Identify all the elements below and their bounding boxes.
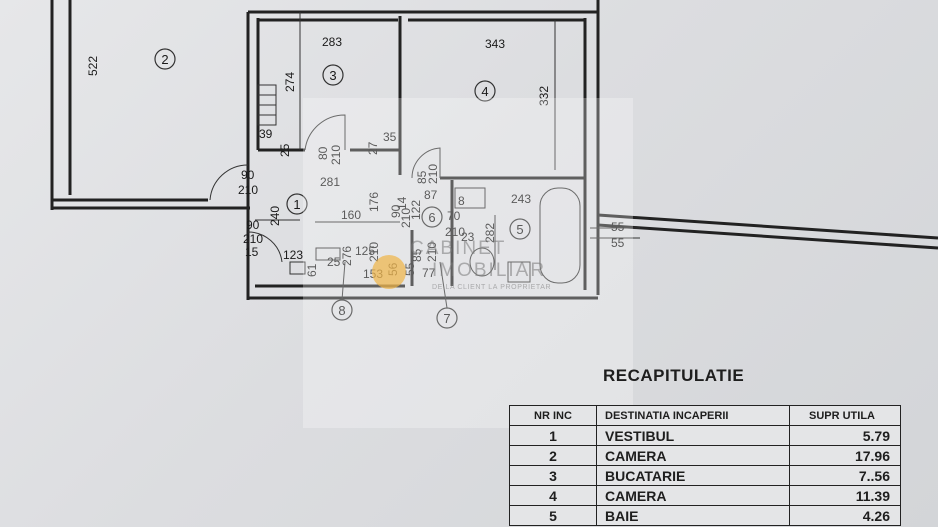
table-row: 4 CAMERA 11.39 [509, 485, 901, 506]
room-number: 1 [293, 197, 300, 212]
dimension-label: 55 [403, 262, 417, 276]
dimension-label: 14 [395, 196, 409, 210]
watermark-brand-line1: CABINET [410, 238, 507, 259]
row-nr: 3 [509, 465, 597, 486]
room-number: 3 [329, 68, 336, 83]
row-destination: BUCATARIE [596, 465, 790, 486]
dimension-label: 70 [447, 209, 461, 223]
room-marker-3 [322, 64, 344, 86]
row-area: 4.26 [789, 505, 901, 526]
row-destination: BAIE [596, 505, 790, 526]
room-number: 5 [516, 222, 523, 237]
dimension-label: 274 [283, 72, 297, 92]
table-row: 2 CAMERA 17.96 [509, 445, 901, 466]
dimension-label: 90 [241, 168, 255, 182]
watermark-logo-icon [372, 255, 406, 289]
dimension-label: 87 [424, 188, 438, 202]
room-marker-4 [474, 80, 496, 102]
room-numbers: 1 2 3 4 5 6 7 8 [161, 52, 523, 326]
row-nr: 5 [509, 505, 597, 526]
dimension-label: 25 [327, 255, 341, 269]
room-marker-2 [154, 48, 176, 70]
dimension-label: 23 [461, 230, 475, 244]
row-nr: 2 [509, 445, 597, 466]
dimension-label: 25 [278, 143, 292, 157]
dimension-label: 123 [283, 248, 303, 262]
dimension-label: 27 [366, 141, 380, 155]
dimension-label: 282 [483, 223, 497, 243]
dimension-label: 90 [246, 218, 260, 232]
dimension-label: 210 [329, 145, 343, 165]
room-marker-6 [421, 206, 443, 228]
dimension-label: 210 [425, 242, 439, 262]
dimension-label: 77 [422, 266, 436, 280]
dimension-label: 210 [445, 225, 465, 239]
dimension-label: 61 [305, 263, 319, 277]
table-row: 5 BAIE 4.26 [509, 505, 901, 526]
row-destination: VESTIBUL [596, 425, 790, 446]
room-marker-1 [286, 193, 308, 215]
row-area: 7..56 [789, 465, 901, 486]
dimension-label: 210 [367, 242, 381, 262]
room-number: 2 [161, 52, 168, 67]
row-area: 11.39 [789, 485, 901, 506]
row-area: 17.96 [789, 445, 901, 466]
dimension-label: 125 [355, 244, 375, 258]
recap-table: NR INC DESTINATIA INCAPERII SUPR UTILA 1… [509, 405, 901, 526]
dimension-label: 332 [537, 86, 551, 106]
dimension-label: 8 [458, 194, 465, 208]
fixtures [209, 12, 640, 284]
room-markers [154, 48, 531, 329]
row-destination: CAMERA [596, 485, 790, 506]
room-number: 7 [443, 311, 450, 326]
dimension-label: 276 [340, 246, 354, 266]
dimension-label: 522 [86, 56, 100, 76]
room-number: 8 [338, 303, 345, 318]
header-destination: DESTINATIA INCAPERII [596, 405, 790, 426]
dimension-label: 210 [243, 232, 263, 246]
dimension-label: 55 [611, 220, 625, 234]
dimension-label: 85 [410, 248, 424, 262]
dimension-label: 283 [322, 35, 342, 49]
table-row: 1 VESTIBUL 5.79 [509, 425, 901, 446]
dimension-label: 343 [485, 37, 505, 51]
dimension-label: 210 [426, 164, 440, 184]
recap-header-row: NR INC DESTINATIA INCAPERII SUPR UTILA [509, 405, 901, 426]
room-marker-5 [509, 218, 531, 240]
watermark-overlay [303, 98, 633, 428]
row-nr: 4 [509, 485, 597, 506]
room-number: 4 [481, 84, 488, 99]
dimension-label: 15 [245, 245, 259, 259]
walls [50, 0, 938, 300]
dimension-label: 85 [415, 170, 429, 184]
dimension-label: 240 [268, 206, 282, 226]
dimension-label: 176 [367, 192, 381, 212]
dimension-label: 80 [316, 146, 330, 160]
header-area: SUPR UTILA [789, 405, 901, 426]
dimension-label: 55 [611, 236, 625, 250]
dimension-label: 160 [341, 208, 361, 222]
dimension-label: 35 [383, 130, 397, 144]
table-row: 3 BUCATARIE 7..56 [509, 465, 901, 486]
room-number: 6 [428, 210, 435, 225]
dimension-label: 39 [259, 127, 273, 141]
watermark-brand-line2: IMOBILIAR [432, 260, 547, 281]
recap-title: RECAPITULATIE [603, 366, 745, 385]
watermark-tagline: DE LA CLIENT LA PROPRIETAR [432, 284, 552, 291]
dimension-label: 281 [320, 175, 340, 189]
dimension-label: 210 [399, 208, 413, 228]
dimension-label: 243 [511, 192, 531, 206]
header-nr: NR INC [509, 405, 597, 426]
dimension-label: 122 [409, 200, 423, 220]
dimension-label: 210 [238, 183, 258, 197]
dimension-labels: 522 283 343 274 332 39 25 80 210 27 35 9… [86, 35, 625, 281]
dimension-label: 90 [389, 204, 403, 218]
row-area: 5.79 [789, 425, 901, 446]
row-destination: CAMERA [596, 445, 790, 466]
row-nr: 1 [509, 425, 597, 446]
